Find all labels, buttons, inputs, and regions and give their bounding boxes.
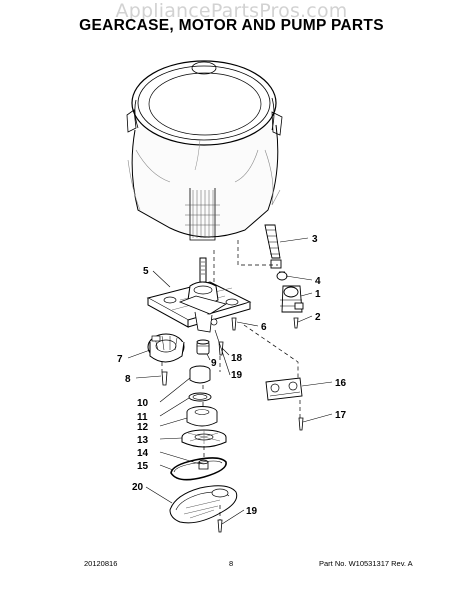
callout-19-upper: 19 (231, 370, 243, 381)
callout-17: 17 (335, 410, 347, 421)
diagram-title: GEARCASE, MOTOR AND PUMP PARTS (79, 17, 384, 34)
shield-screw (217, 519, 223, 533)
footer-date: 20120816 (84, 559, 118, 568)
gearcase (178, 257, 227, 333)
drain-pump (280, 285, 304, 313)
callout-16: 16 (335, 378, 347, 389)
footer-page-number: 8 (229, 559, 234, 568)
callout-14: 14 (137, 448, 149, 459)
callout-5: 5 (143, 266, 149, 277)
callout-11: 11 (137, 412, 148, 423)
watermark-text: AppliancePartsPros.com (115, 0, 348, 22)
callout-10: 10 (137, 398, 149, 409)
callout-2: 2 (315, 312, 321, 323)
retaining-ring (188, 392, 212, 402)
pump-screw (293, 317, 299, 329)
callout-18: 18 (231, 353, 243, 364)
alignment-dashes (161, 240, 301, 520)
leader-lines (127, 237, 333, 525)
bearing-collar (189, 365, 211, 384)
callout-13: 13 (137, 435, 149, 446)
callout-3: 3 (312, 234, 318, 245)
clutch-assembly (186, 406, 218, 427)
callout-7: 7 (117, 354, 123, 365)
drive-belt (170, 457, 227, 481)
wash-tub (126, 60, 283, 241)
callout-12: 12 (137, 422, 149, 433)
callout-15: 15 (137, 461, 149, 472)
drain-hose (264, 224, 282, 269)
callout-4: 4 (315, 276, 321, 287)
drive-pulley (181, 429, 227, 448)
callout-labels: 3 4 1 2 5 6 7 8 9 18 19 10 11 12 13 14 1… (117, 234, 347, 517)
callout-20: 20 (132, 482, 144, 493)
motor-coupler (196, 339, 210, 355)
callout-8: 8 (125, 374, 131, 385)
pulley-shield (169, 485, 238, 524)
plate-screw (231, 317, 237, 331)
bracket-screw (298, 417, 304, 431)
pump-bracket (265, 377, 303, 401)
callout-9: 9 (211, 358, 217, 369)
callout-1: 1 (315, 289, 321, 300)
drive-motor (147, 333, 185, 363)
hose-clamp (276, 271, 288, 281)
footer-part-number: Part No. W10531317 Rev. A (319, 559, 413, 568)
callout-19-lower: 19 (246, 506, 258, 517)
motor-screw (161, 371, 168, 386)
callout-6: 6 (261, 322, 267, 333)
